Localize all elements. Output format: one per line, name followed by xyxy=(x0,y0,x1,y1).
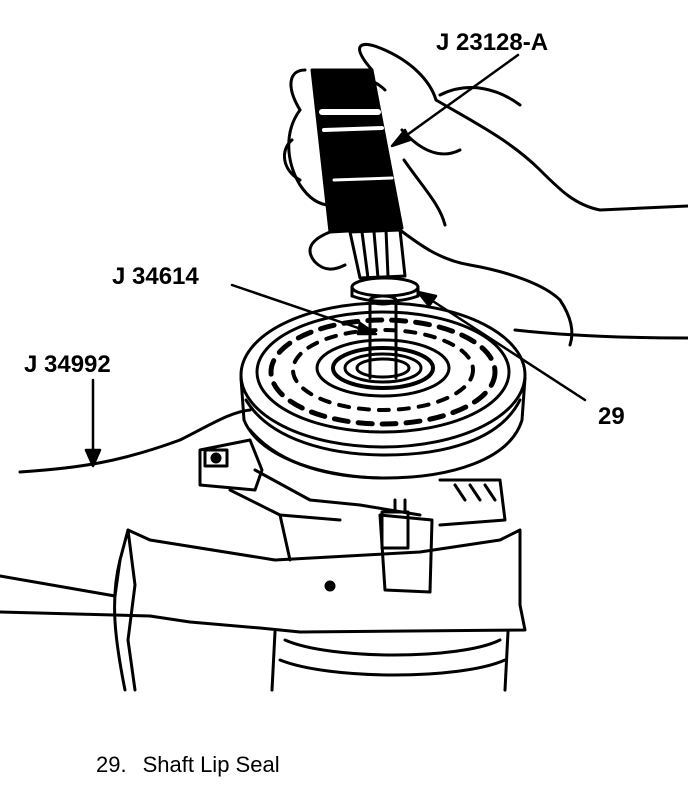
figure-legend: 29. Shaft Lip Seal xyxy=(96,752,280,778)
legend-text: Shaft Lip Seal xyxy=(142,752,280,777)
legend-number: 29. xyxy=(96,752,127,777)
compressor-housing xyxy=(270,630,510,692)
slide-hammer-tool xyxy=(310,68,407,280)
mounting-bracket xyxy=(0,528,527,692)
callout-j34614: J 34614 xyxy=(112,263,199,290)
leader-lines xyxy=(84,53,587,468)
callout-29: 29 xyxy=(598,403,625,430)
clutch-pulley xyxy=(239,301,527,480)
hand xyxy=(283,43,688,347)
callout-j34992: J 34992 xyxy=(24,351,111,378)
seal-installer-tool xyxy=(350,276,420,380)
callout-labels: J 23128-A J 34614 J 34992 29 xyxy=(24,29,625,430)
callout-j23128a: J 23128-A xyxy=(436,29,548,56)
holding-fixture xyxy=(18,408,507,594)
